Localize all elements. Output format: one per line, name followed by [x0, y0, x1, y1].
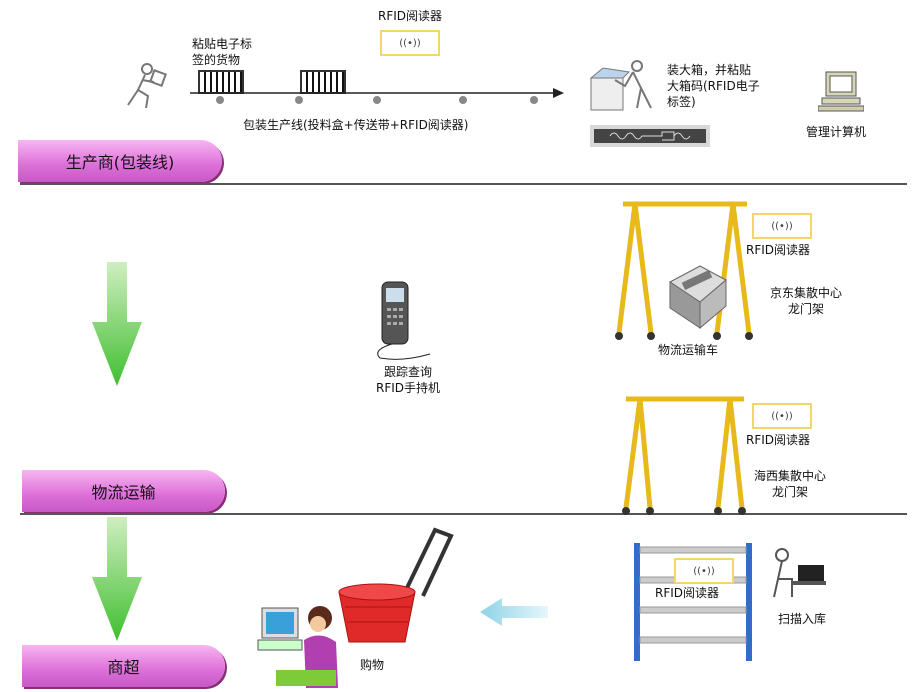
rfid-reader-icon: ((•)) [752, 213, 812, 239]
stage-supermarket: 商超 [22, 645, 225, 687]
conveyor-roller [530, 96, 538, 104]
conveyor-roller [216, 96, 224, 104]
rfid-handheld-icon [377, 281, 431, 360]
down-arrow-icon [92, 262, 142, 386]
production-reader-label: RFID阅读器 [378, 9, 443, 23]
gantry2-reader-label: RFID阅读器 [746, 433, 811, 447]
gantry2-label-line2: 龙门架 [771, 485, 808, 499]
goods-label-line2: 签的货物 [192, 53, 241, 67]
conveyor-roller [295, 96, 303, 104]
tagged-goods-box [300, 70, 346, 94]
logistics-vehicle-icon [669, 265, 727, 330]
packing-worker-icon [589, 60, 652, 111]
stage-producer: 生产商(包装线) [18, 140, 222, 182]
down-arrow-icon [92, 517, 142, 641]
gantry-frame-icon [622, 396, 746, 515]
gantry2-label-line1: 海西集散中心 [753, 469, 826, 483]
rfid-reader-icon: ((•)) [752, 403, 812, 429]
section-divider [20, 513, 907, 515]
packing-label-line1: 装大箱，并粘贴 [667, 63, 752, 77]
gantry1-reader-label: RFID阅读器 [746, 243, 811, 257]
section-divider [20, 183, 907, 185]
handheld-label-line1: 跟踪查询 [383, 365, 432, 379]
shelf-reader-label: RFID阅读器 [655, 585, 720, 601]
packing-label-line3: 标签) [667, 95, 696, 109]
worker-carrying-icon [127, 63, 167, 109]
left-arrow-icon [480, 598, 548, 626]
shopping-basket-icon [338, 527, 454, 643]
stage-logistics: 物流运输 [22, 470, 225, 512]
rfid-reader-icon: ((•)) [674, 558, 734, 584]
handheld-label-line2: RFID手持机 [375, 381, 441, 395]
truck-label: 物流运输车 [658, 343, 719, 357]
shopping-label: 购物 [360, 658, 385, 672]
storage-label: 扫描入库 [778, 612, 827, 626]
scanning-worker-icon [773, 548, 826, 598]
gantry-frame-icon [615, 201, 753, 340]
management-computer-icon [818, 71, 864, 112]
production-line-label: 包装生产线(投料盒+传送带+RFID阅读器) [243, 118, 469, 132]
packing-label-line2: 大箱码(RFID电子 [667, 79, 760, 93]
rfid-reader-icon: ((•)) [380, 30, 440, 56]
conveyor-roller [459, 96, 467, 104]
gantry1-label-line1: 京东集散中心 [769, 286, 842, 300]
shopper-at-computer-icon [257, 606, 338, 688]
conveyor-roller [373, 96, 381, 104]
computer-label: 管理计算机 [806, 125, 867, 139]
conveyor-belt-arrow [190, 88, 564, 98]
gantry1-label-line2: 龙门架 [787, 302, 824, 316]
rfid-tag-image [590, 125, 710, 147]
goods-label-line1: 粘贴电子标 [192, 37, 253, 51]
